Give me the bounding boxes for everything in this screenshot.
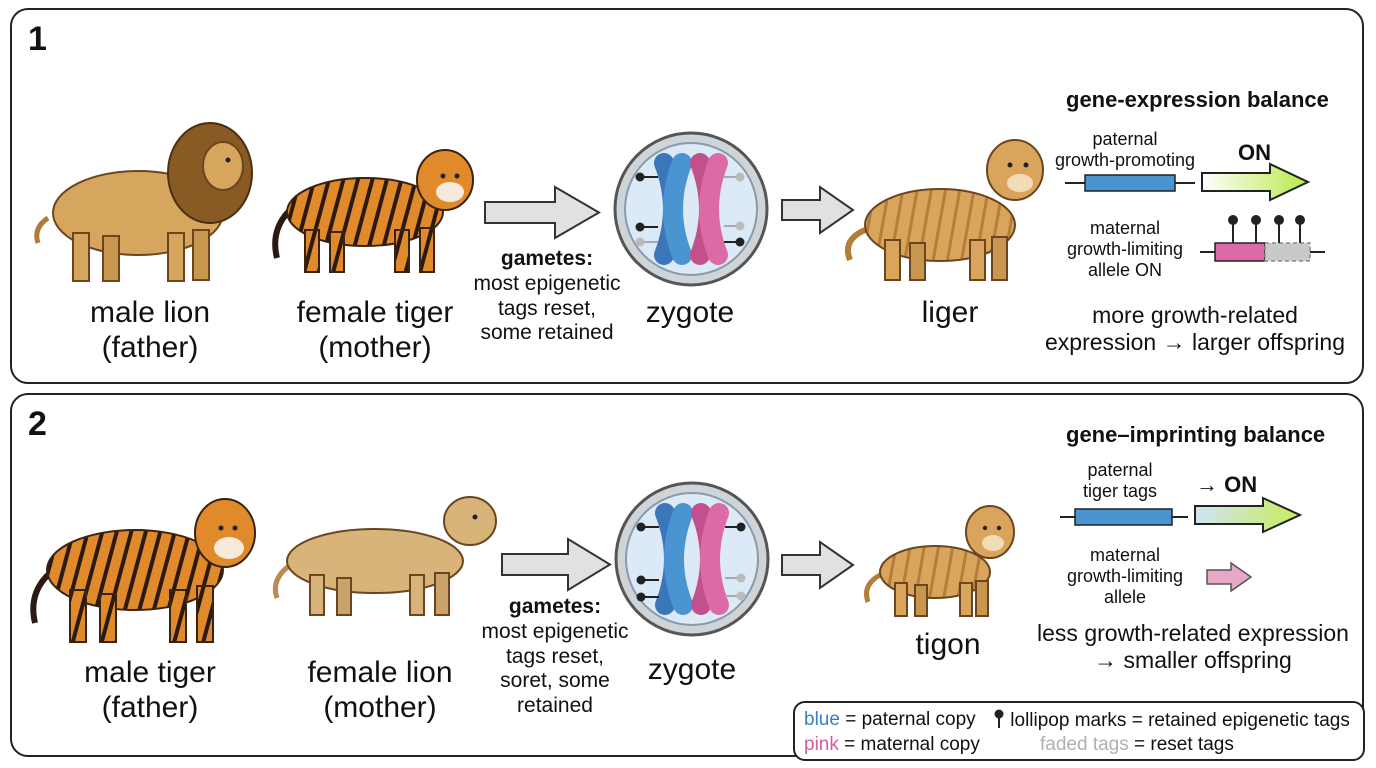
legend-lollipop-entry: lollipop marks = retained epigenetic tag…	[993, 709, 1350, 732]
result-caption: less growth-related expression→ smaller …	[1037, 620, 1349, 674]
maternal-gene-bar-with-tags	[1200, 215, 1325, 262]
paternal-gene-bar	[1065, 174, 1195, 192]
zygote-cell-illustration	[614, 481, 770, 637]
balance-title: gene–imprinting balance	[1066, 422, 1326, 447]
male-tiger-illustration	[30, 498, 256, 643]
legend: blue = paternal copy pink = maternal cop…	[793, 701, 1365, 761]
arrow-right-icon	[781, 540, 855, 590]
on-label: → ON	[1196, 472, 1258, 497]
zygote-cell-illustration	[613, 131, 769, 287]
on-label: ON	[1238, 140, 1271, 165]
liger-illustration	[844, 139, 1044, 281]
panel-number: 1	[28, 20, 47, 58]
parent-1-label: male tiger(father)	[84, 656, 216, 725]
offspring-label: tigon	[915, 628, 981, 661]
arrow-right-icon	[484, 185, 601, 240]
male-lion-illustration	[34, 122, 253, 282]
legend-faded-entry: faded tags = reset tags	[1040, 734, 1234, 755]
female-lion-illustration	[272, 496, 497, 616]
tigon-illustration	[864, 505, 1015, 617]
on-arrow-icon	[1194, 496, 1303, 534]
zygote-label: zygote	[647, 653, 737, 686]
female-tiger-illustration	[272, 149, 474, 273]
parent-2-label: female lion(mother)	[307, 656, 453, 725]
zygote-label: zygote	[645, 296, 735, 329]
parent-1-label: male lion(father)	[89, 296, 211, 365]
parent-2-label: female tiger(mother)	[296, 296, 454, 365]
legend-blue-entry: blue = paternal copy	[804, 709, 976, 730]
on-arrow-icon	[1201, 162, 1311, 202]
paternal-gene-bar	[1060, 508, 1188, 526]
gametes-caption: gametes: most epigenetic tags reset, sor…	[481, 595, 629, 718]
offspring-label: liger	[921, 296, 979, 329]
legend-pink-entry: pink = maternal copy	[804, 734, 980, 755]
arrow-right-icon	[501, 537, 612, 592]
lollipop-icon	[994, 709, 1004, 728]
arrow-right-icon	[781, 185, 855, 235]
balance-title: gene-expression balance	[1066, 87, 1329, 112]
panel-number: 2	[28, 405, 47, 443]
gametes-caption: gametes: most epigenetic tags reset, som…	[473, 247, 621, 345]
small-maternal-arrow-icon	[1206, 561, 1253, 593]
